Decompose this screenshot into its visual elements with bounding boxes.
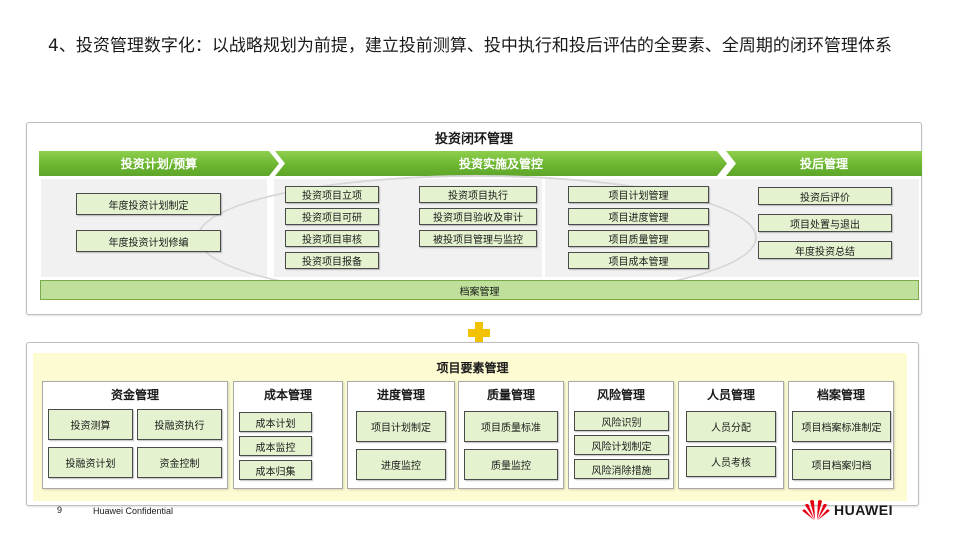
box-feasibility-study: 投资项目可研 xyxy=(285,208,379,225)
box-annual-plan-revision: 年度投资计划修编 xyxy=(76,230,221,252)
box-project-execution: 投资项目执行 xyxy=(419,186,537,203)
box-annual-plan-formulation: 年度投资计划制定 xyxy=(76,193,221,215)
group-title: 资金管理 xyxy=(110,388,159,402)
cell-financing-plan: 投融资计划 xyxy=(48,447,133,478)
cell-investment-calc: 投资测算 xyxy=(48,409,133,440)
box-invested-project-monitoring: 被投项目管理与监控 xyxy=(419,230,537,247)
group-risk: 风险管理 风险识别 风险计划制定 风险消除措施 xyxy=(568,381,674,489)
phase-post-investment: 投后管理 xyxy=(726,151,922,176)
box-post-evaluation: 投资后评价 xyxy=(758,187,892,205)
group-title: 进度管理 xyxy=(376,388,425,402)
box-project-filing: 投资项目报备 xyxy=(285,252,379,269)
cell-cost-monitor: 成本监控 xyxy=(239,436,312,456)
group-personnel: 人员管理 人员分配 人员考核 xyxy=(678,381,784,489)
investment-loop-title: 投资闭环管理 xyxy=(434,132,513,147)
phase-implementation: 投资实施及管控 xyxy=(275,151,727,176)
group-archives: 档案管理 项目档案标准制定 项目档案归档 xyxy=(788,381,894,489)
cell-financing-execution: 投融资执行 xyxy=(137,409,222,440)
cell-quality-standard: 项目质量标准 xyxy=(464,411,558,442)
plus-icon xyxy=(468,322,490,344)
box-cost-management: 项目成本管理 xyxy=(568,252,709,269)
cell-risk-plan: 风险计划制定 xyxy=(574,435,669,455)
cell-quality-monitor: 质量监控 xyxy=(464,449,558,480)
cell-cost-plan: 成本计划 xyxy=(239,412,312,432)
box-project-initiation: 投资项目立项 xyxy=(285,186,379,203)
group-funds: 资金管理 投资测算 投融资执行 投融资计划 资金控制 xyxy=(42,381,228,489)
cell-risk-identification: 风险识别 xyxy=(574,411,669,431)
project-elements-panel: 项目要素管理 资金管理 投资测算 投融资执行 投融资计划 资金控制 成本管理 成… xyxy=(26,342,919,506)
box-project-review: 投资项目审核 xyxy=(285,230,379,247)
page-number: 9 xyxy=(57,505,63,515)
cell-cost-collection: 成本归集 xyxy=(239,460,312,480)
cell-plan-formulation: 项目计划制定 xyxy=(356,411,446,442)
huawei-wordmark: HUAWEI xyxy=(834,502,893,518)
phase-planning: 投资计划/预算 xyxy=(39,151,279,176)
group-title: 风险管理 xyxy=(596,388,645,402)
cell-progress-monitor: 进度监控 xyxy=(356,449,446,480)
group-title: 质量管理 xyxy=(486,388,535,402)
huawei-logo: HUAWEI xyxy=(802,498,893,522)
group-quality: 质量管理 项目质量标准 质量监控 xyxy=(458,381,564,489)
cell-archive-standard: 项目档案标准制定 xyxy=(792,411,891,442)
cell-fund-control: 资金控制 xyxy=(137,447,222,478)
huawei-logo-icon xyxy=(802,500,830,520)
investment-loop-panel: 投资闭环管理 投资计划/预算 投资实施及管控 投后管理 年度投资计划制定 年度投… xyxy=(26,122,922,315)
cell-archive-filing: 项目档案归档 xyxy=(792,449,891,480)
group-title: 档案管理 xyxy=(816,388,865,402)
box-plan-management: 项目计划管理 xyxy=(568,186,709,203)
confidential-label: Huawei Confidential xyxy=(93,506,174,516)
box-disposal-exit: 项目处置与退出 xyxy=(758,214,892,232)
cell-staff-allocation: 人员分配 xyxy=(686,411,776,442)
archive-management-bar: 档案管理 xyxy=(40,280,919,300)
box-acceptance-audit: 投资项目验收及审计 xyxy=(419,208,537,225)
box-progress-management: 项目进度管理 xyxy=(568,208,709,225)
cell-staff-assessment: 人员考核 xyxy=(686,446,776,477)
project-elements-title: 项目要素管理 xyxy=(436,361,509,375)
cell-risk-mitigation: 风险消除措施 xyxy=(574,459,669,479)
box-annual-summary: 年度投资总结 xyxy=(758,241,892,259)
page-title: 4、投资管理数字化：以战略规划为前提，建立投前测算、投中执行和投后评估的全要素、… xyxy=(48,36,892,56)
group-title: 人员管理 xyxy=(706,388,755,402)
box-quality-management: 项目质量管理 xyxy=(568,230,709,247)
group-progress: 进度管理 项目计划制定 进度监控 xyxy=(347,381,455,489)
group-title: 成本管理 xyxy=(263,388,312,402)
group-cost: 成本管理 成本计划 成本监控 成本归集 xyxy=(233,381,343,489)
